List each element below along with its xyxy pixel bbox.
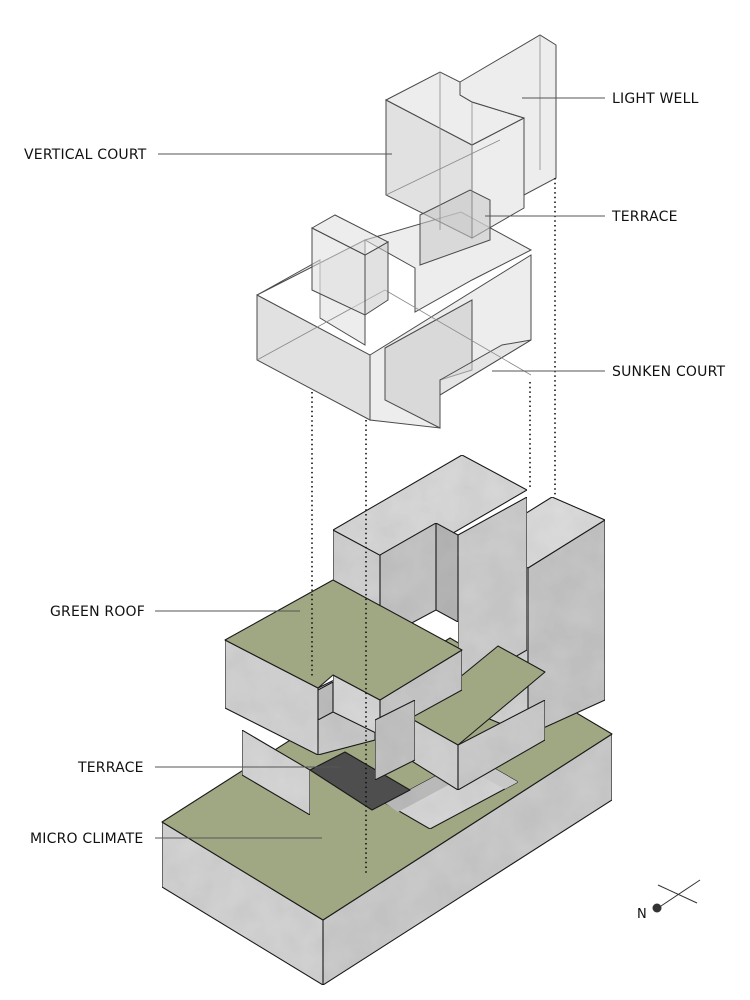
annotations: LIGHT WELL VERTICAL COURT TERRACE SUNKEN… xyxy=(24,91,726,847)
label-micro-climate: MICRO CLIMATE xyxy=(30,831,143,847)
label-terrace-top: TERRACE xyxy=(611,209,678,225)
label-vertical-court: VERTICAL COURT xyxy=(24,147,147,163)
vertical-court-mass xyxy=(332,454,528,691)
north-label: N xyxy=(637,907,647,922)
label-terrace-bottom: TERRACE xyxy=(77,760,144,776)
ghost-voids xyxy=(256,34,557,429)
north-arrow: N xyxy=(637,879,701,922)
label-light-well: LIGHT WELL xyxy=(612,91,699,107)
label-green-roof: GREEN ROOF xyxy=(50,604,145,620)
solid-building-mass xyxy=(161,454,613,986)
north-arrow-dot-icon xyxy=(652,903,662,913)
label-sunken-court: SUNKEN COURT xyxy=(612,364,726,380)
green-roof-block xyxy=(224,579,463,816)
projection-lines xyxy=(311,178,556,875)
green-roof-surface xyxy=(224,579,463,701)
